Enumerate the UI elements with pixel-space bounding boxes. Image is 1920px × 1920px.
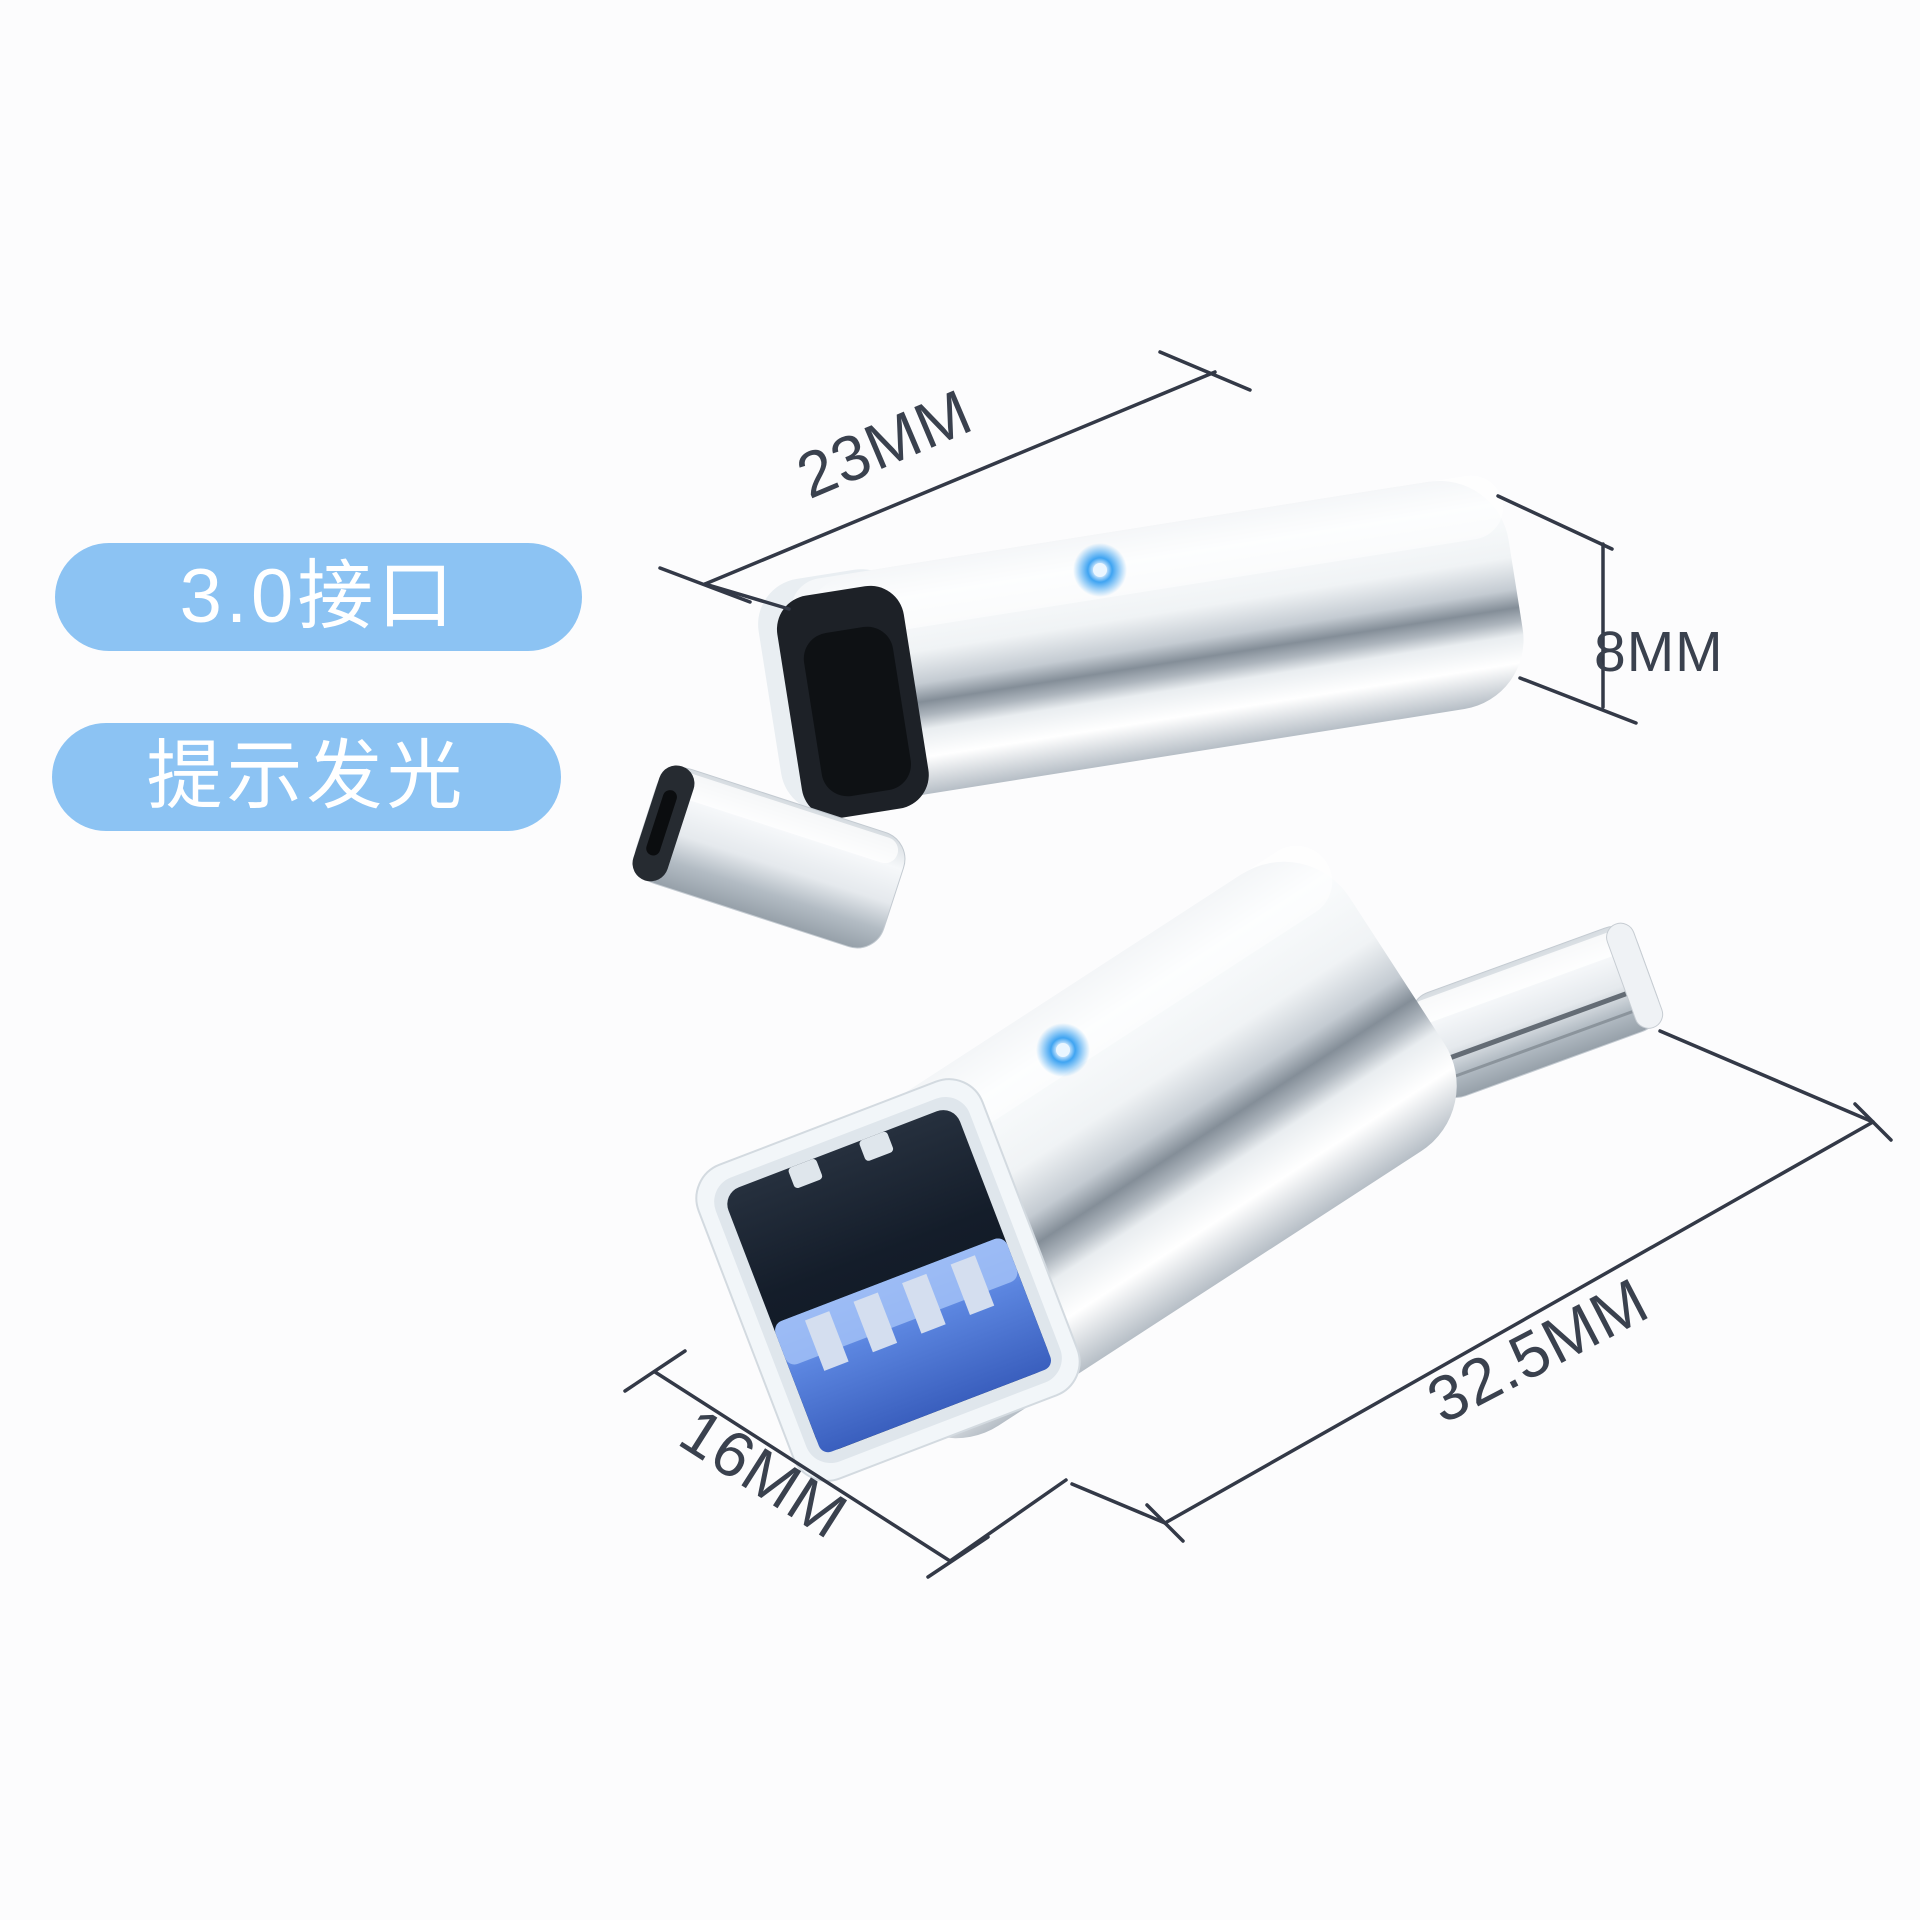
dimension-label-23mm: 23MM <box>787 375 982 512</box>
bottom-adapter-illustration <box>695 845 1664 1482</box>
dimension-label-8mm: 8MM <box>1594 620 1724 684</box>
usb-a-spring-tab-2 <box>859 1131 894 1161</box>
top-adapter-top-highlight <box>791 475 1504 643</box>
top-adapter-port-recess <box>803 626 912 797</box>
badge-usb3-interface-label: 3.0接口 <box>179 554 458 639</box>
usb-c-plug-seam-line-2 <box>1434 1001 1658 1085</box>
usb-c-plug-seam-line <box>1428 982 1652 1068</box>
usb-c-plug-slot <box>646 790 677 856</box>
led-indicator-top-core <box>1093 563 1107 577</box>
dimension-line-23mm <box>658 350 1252 611</box>
usb-a-spring-tab <box>788 1159 823 1189</box>
usb-c-plug-bottom-adapter <box>1410 922 1664 1098</box>
dimension-label-32-5mm: 32.5MM <box>1416 1264 1660 1437</box>
dimension-line-32-5mm <box>1070 1029 1893 1543</box>
badge-indicator-light-label: 提示发光 <box>146 734 467 819</box>
usb-c-plug-top-adapter <box>632 765 906 949</box>
dimension-line-16mm <box>623 1349 1068 1579</box>
led-indicator-bottom-core <box>1056 1043 1070 1057</box>
usb-a-contact-slots <box>804 1255 995 1371</box>
badge-indicator-light: 提示发光 <box>52 723 561 831</box>
top-adapter-illustration <box>632 475 1524 949</box>
dimension-line-8mm <box>1496 494 1638 725</box>
usb-c-plug-tip-face-bottom <box>1606 922 1664 1029</box>
badge-usb3-interface: 3.0接口 <box>55 543 582 651</box>
usb-a-port <box>695 1078 1081 1482</box>
